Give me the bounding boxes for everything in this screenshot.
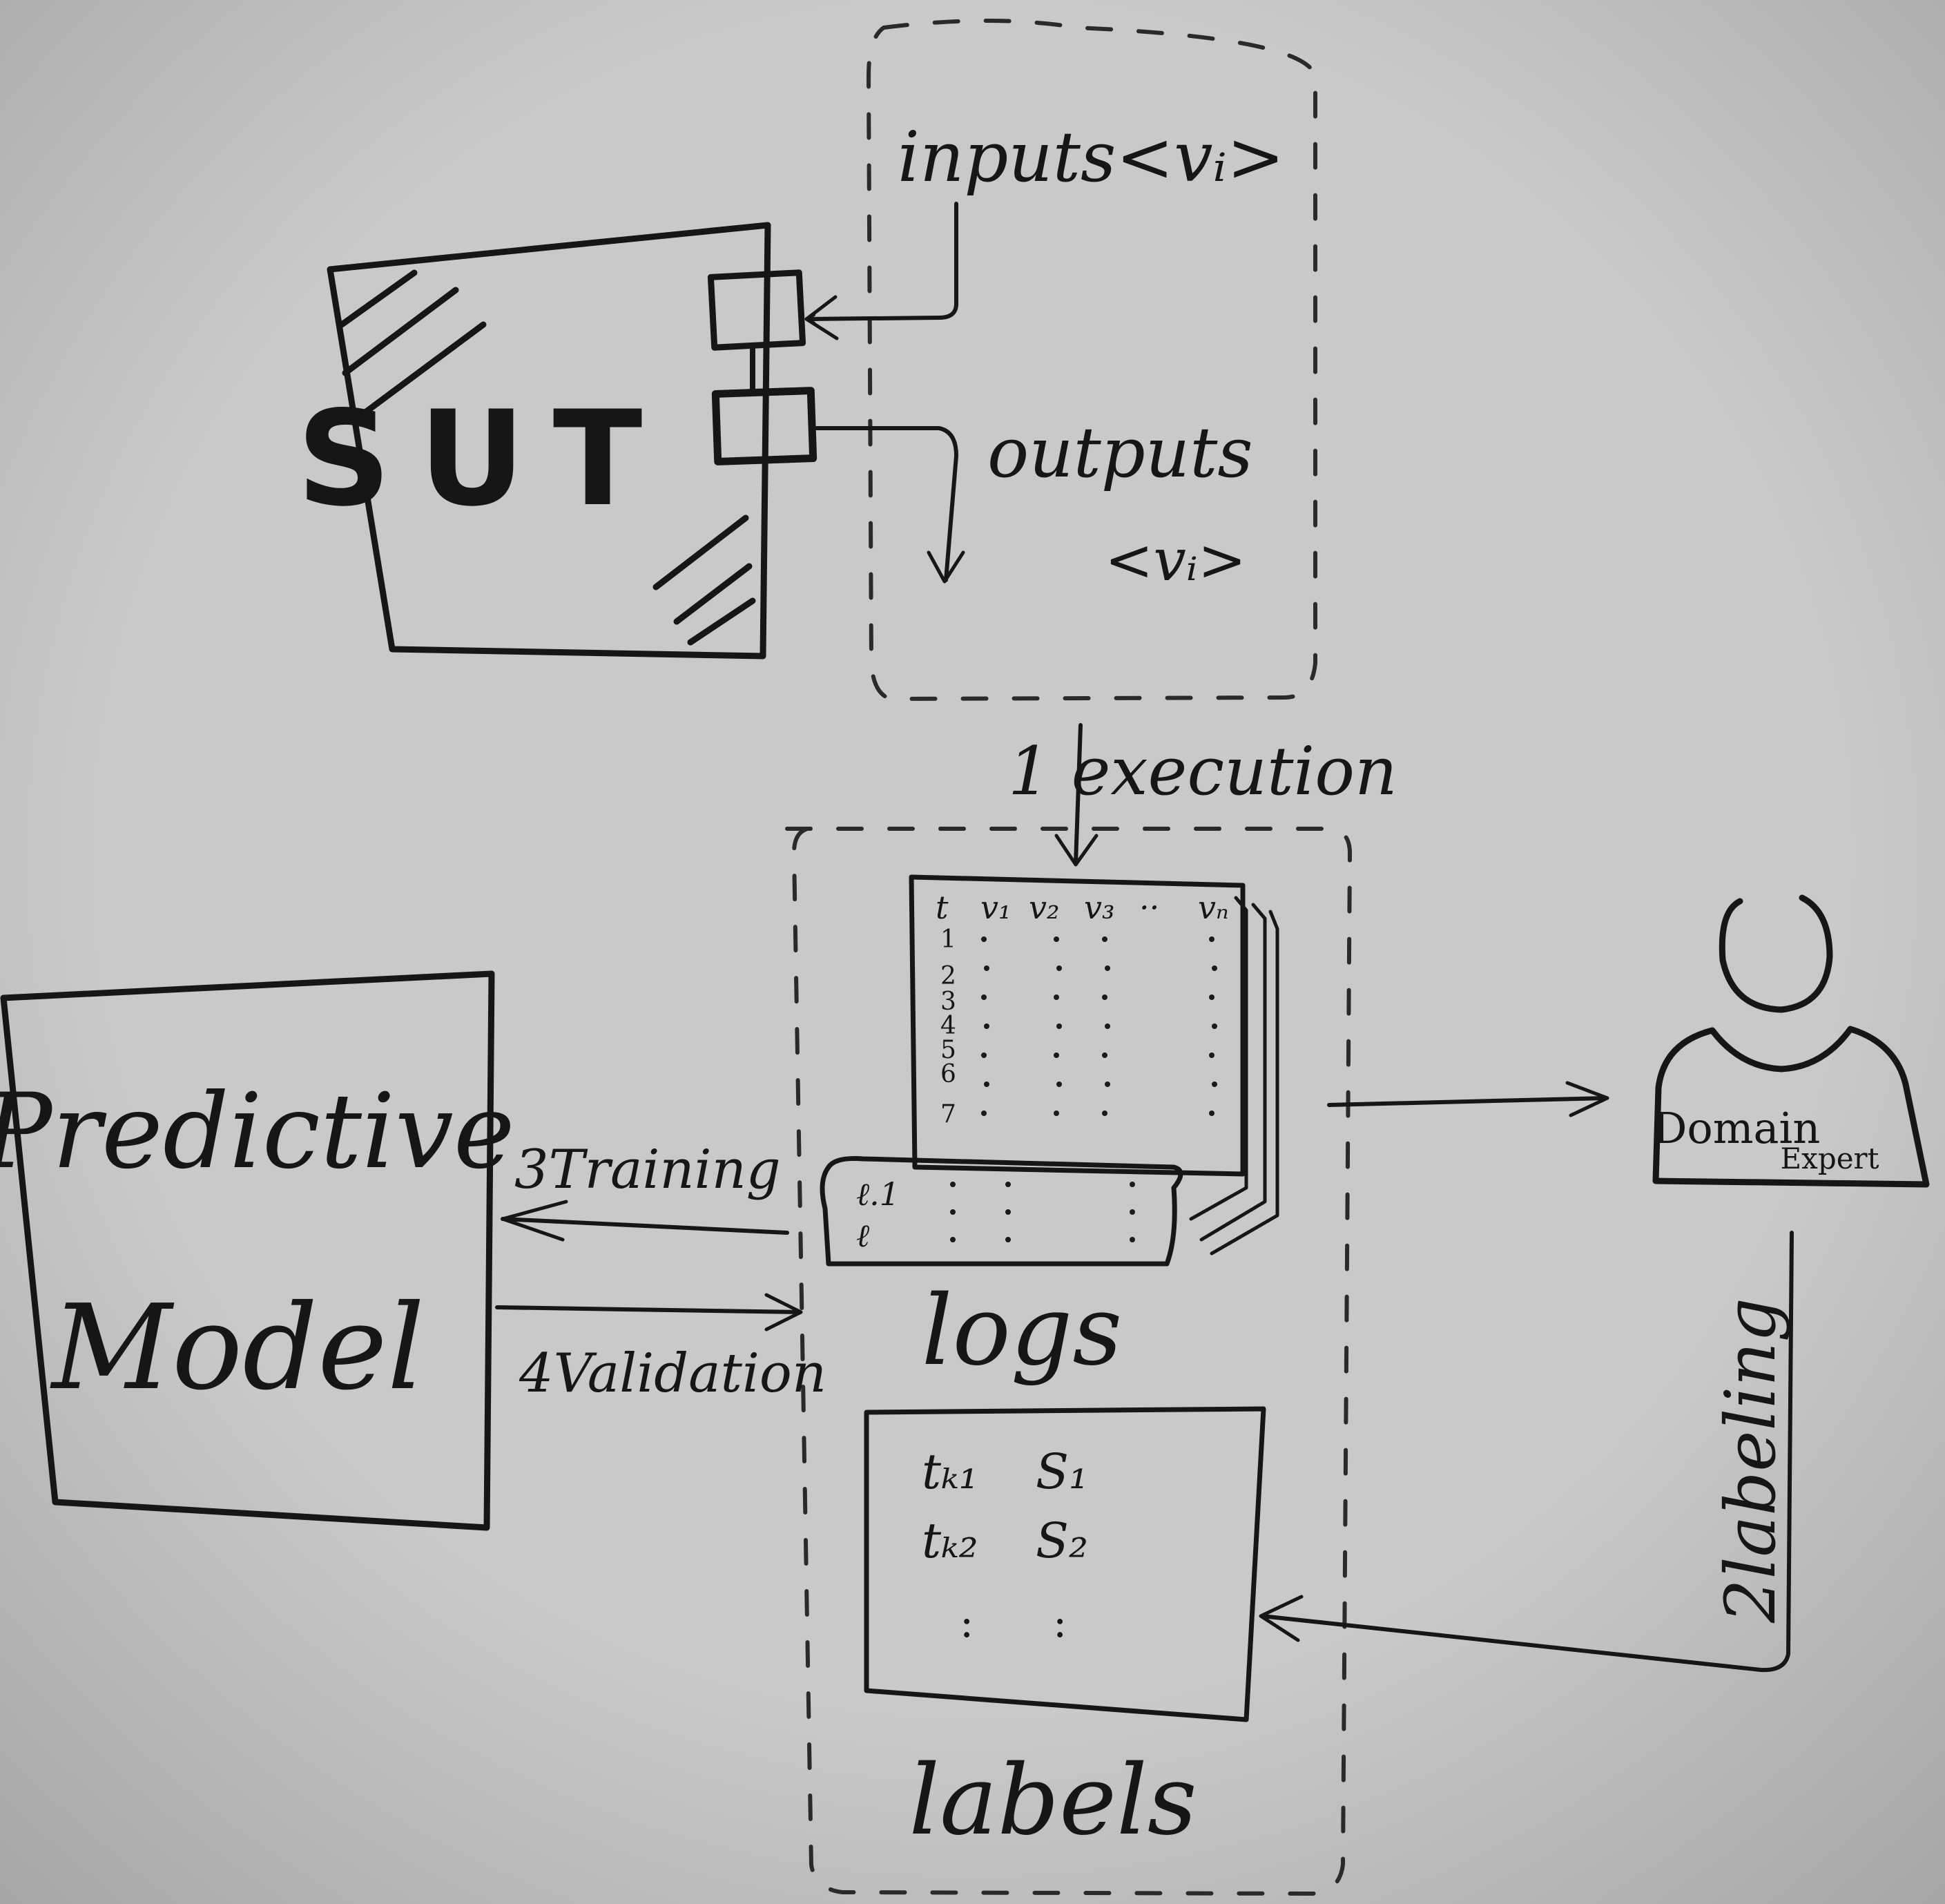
logs-to-expert-arrow: [1327, 1096, 1607, 1107]
logs-back-dot: [950, 1209, 956, 1215]
logs-header-cell: vₙ: [1198, 889, 1229, 926]
labels-more-dots: :: [960, 1599, 974, 1647]
logs-back-dot: [1130, 1209, 1135, 1215]
logs-row-number: 1: [940, 925, 956, 954]
logs-cell-dot: [1056, 1081, 1062, 1087]
logs-cell-dot: [1054, 1052, 1059, 1058]
logs-back-dot: [1005, 1182, 1011, 1187]
logs-cell-dot: [1212, 1023, 1217, 1029]
validation-label: 4Validation: [519, 1343, 826, 1405]
labels-state: S₂: [1036, 1512, 1088, 1569]
logs-cell-dot: [1209, 1052, 1215, 1058]
logs-back-dot: [950, 1182, 956, 1187]
logs-cell-dot: [981, 1052, 987, 1058]
logs-header-cell: v₃: [1084, 889, 1114, 926]
logs-cell-dot: [1054, 994, 1059, 1000]
logs-cell-dot: [1102, 1052, 1107, 1058]
training-label: 3Training: [514, 1139, 781, 1201]
outputs-label: outputs: [987, 412, 1253, 493]
expert-label-line1: Domain: [1653, 1103, 1821, 1153]
logs-cell-dot: [1209, 1110, 1215, 1116]
logs-back-dot: [1005, 1209, 1011, 1215]
data-dashed-container: [787, 827, 1353, 1896]
predictive-model-box: Predictive Model: [0, 970, 515, 1531]
training-arrow: [501, 1217, 789, 1235]
labels-title: labels: [909, 1744, 1197, 1857]
inputs-arrow: [806, 202, 958, 319]
logs-header-cell: t: [936, 889, 949, 926]
logs-cell-dot: [984, 1023, 989, 1029]
logs-cell-dot: [1105, 1023, 1110, 1029]
execution-arrow: [1074, 723, 1083, 865]
logs-cell-dot: [1212, 1081, 1217, 1087]
logs-title: logs: [922, 1275, 1123, 1387]
execution-label: 1 execution: [1008, 733, 1397, 810]
expert-label-line2: Expert: [1780, 1142, 1879, 1175]
sut-box: SUT: [297, 222, 771, 660]
logs-back-dot: [950, 1237, 956, 1242]
logs-cell-dot: [1056, 965, 1062, 971]
logs-cell-dot: [1102, 1110, 1107, 1116]
logs-cell-dot: [1105, 965, 1110, 971]
logs-header-cell: ··: [1139, 889, 1159, 926]
logs-row-number: 6: [940, 1060, 956, 1088]
logs-back-row-label: ℓ.1: [856, 1175, 900, 1213]
labels-timestamp: tₖ₂: [922, 1512, 978, 1569]
logs-cell-dots: [981, 936, 1217, 1116]
logs-cell-dot: [981, 1110, 987, 1116]
logs-cell-dot: [981, 994, 987, 1000]
logs-back-dot: [1005, 1237, 1011, 1242]
outputs-vector-label: <vᵢ>: [1105, 526, 1246, 594]
labels-more-dots-2: :: [1053, 1599, 1067, 1647]
logs-cell-dot: [981, 936, 987, 942]
domain-expert-icon: Domain Expert: [1652, 894, 1930, 1188]
logs-cell-dot: [1056, 1023, 1062, 1029]
labels-rows: tₖ₁ S₁ tₖ₂ S₂: [922, 1443, 1088, 1569]
logs-back-rows: ℓ.1 ℓ: [856, 1175, 1135, 1254]
logs-header-cell: v₂: [1029, 889, 1059, 926]
logs-row-number: 7: [940, 1100, 956, 1128]
model-label-line2: Model: [50, 1280, 425, 1416]
logs-cell-dot: [1054, 936, 1059, 942]
logs-cell-dot: [1102, 994, 1107, 1000]
output-port: [711, 387, 817, 465]
outputs-arrow: [810, 426, 958, 582]
logs-cell-dot: [1054, 1110, 1059, 1116]
labeling-label: 2labeling: [1710, 1298, 1791, 1624]
logs-cell-dot: [984, 1081, 989, 1087]
labels-timestamp: tₖ₁: [922, 1443, 978, 1500]
logs-row-number: 3: [940, 988, 956, 1016]
model-label-line1: Predictive: [0, 1072, 515, 1192]
inputs-label: inputs<vᵢ>: [898, 117, 1285, 198]
logs-cell-dot: [1105, 1081, 1110, 1087]
input-port: [707, 269, 806, 351]
sut-label: SUT: [297, 383, 670, 535]
logs-back-row-label: ℓ: [856, 1217, 870, 1254]
logs-cell-dot: [984, 965, 989, 971]
logs-cell-dot: [1209, 994, 1215, 1000]
logs-header-row: t v₁ v₂ v₃ ·· vₙ: [936, 889, 1229, 926]
logs-back-dot: [1130, 1182, 1135, 1187]
logs-cell-dot: [1209, 936, 1215, 942]
logs-cell-dot: [1212, 965, 1217, 971]
labeling-arrow: [1260, 1231, 1794, 1673]
logs-header-cell: v₁: [980, 889, 1011, 926]
logs-row-number: 2: [940, 962, 956, 990]
validation-arrow: [495, 1305, 802, 1314]
logs-row-number: 5: [940, 1036, 956, 1064]
labels-state: S₁: [1036, 1443, 1088, 1500]
logs-row-number: 4: [940, 1012, 956, 1040]
logs-back-dot: [1130, 1237, 1135, 1242]
labels-table: tₖ₁ S₁ tₖ₂ S₂ : :: [864, 1406, 1266, 1722]
logs-cell-dot: [1102, 936, 1107, 942]
